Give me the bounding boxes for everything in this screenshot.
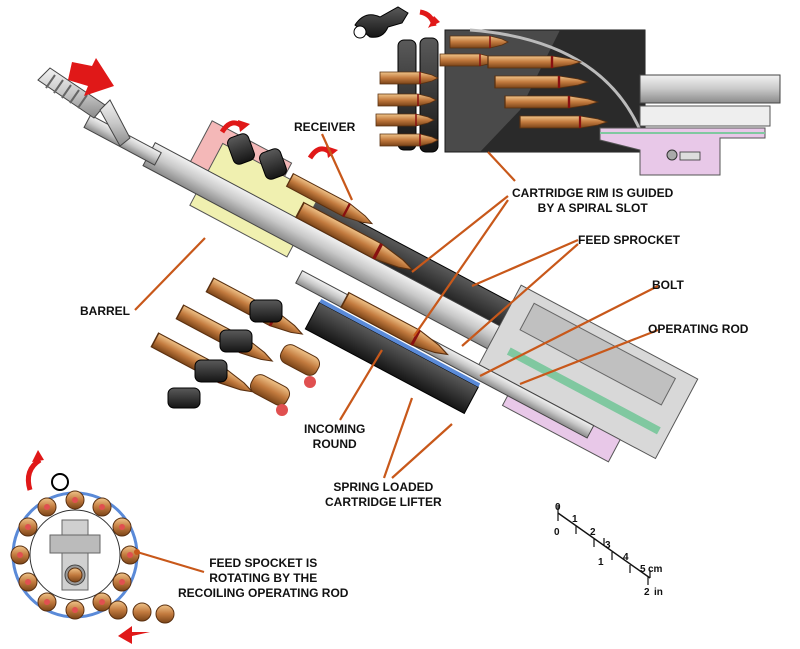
scale-in-unit: in	[654, 587, 663, 598]
label-barrel: BARREL	[80, 304, 130, 318]
label-cartridge-rim: CARTRIDGE RIM IS GUIDED BY A SPIRAL SLOT	[512, 186, 674, 215]
label-feed-sprocket: FEED SPROCKET	[578, 233, 681, 247]
scale-bar: 0 1 2 3 4 5 cm 0 1 2 in	[554, 502, 663, 598]
belt-rounds-lower	[149, 276, 321, 416]
scale-cm-tick-0: 0	[555, 502, 561, 513]
scale-cm-tick-5: 5	[640, 564, 646, 575]
leader-lines	[134, 133, 659, 574]
label-incoming-round: INCOMING ROUND	[304, 422, 366, 451]
label-cartridge-lifter: SPRING LOADED CARTRIDGE LIFTER	[325, 480, 442, 509]
scale-in-tick-0: 0	[554, 527, 560, 538]
recoil-direction-arrow	[68, 58, 114, 96]
flash-hider	[37, 67, 131, 147]
label-operating-rod: OPERATING ROD	[648, 322, 749, 336]
scale-cm-tick-3: 3	[605, 540, 611, 551]
scale-cm-tick-4: 4	[623, 552, 629, 563]
label-bolt: BOLT	[652, 278, 684, 292]
label-feed-spocket-rotating: FEED SPOCKET IS ROTATING BY THE RECOILIN…	[178, 556, 349, 600]
scale-cm-tick-1: 1	[572, 514, 578, 525]
inset-cutaway	[353, 6, 781, 176]
feed-sprocket-wheel	[10, 450, 175, 644]
scale-cm-tick-2: 2	[590, 527, 596, 538]
scale-in-tick-2: 2	[644, 587, 650, 598]
scale-in-tick-1: 1	[598, 557, 604, 568]
scale-cm-unit: cm	[648, 564, 663, 575]
leader-dots	[134, 549, 140, 555]
label-receiver: RECEIVER	[294, 120, 356, 134]
